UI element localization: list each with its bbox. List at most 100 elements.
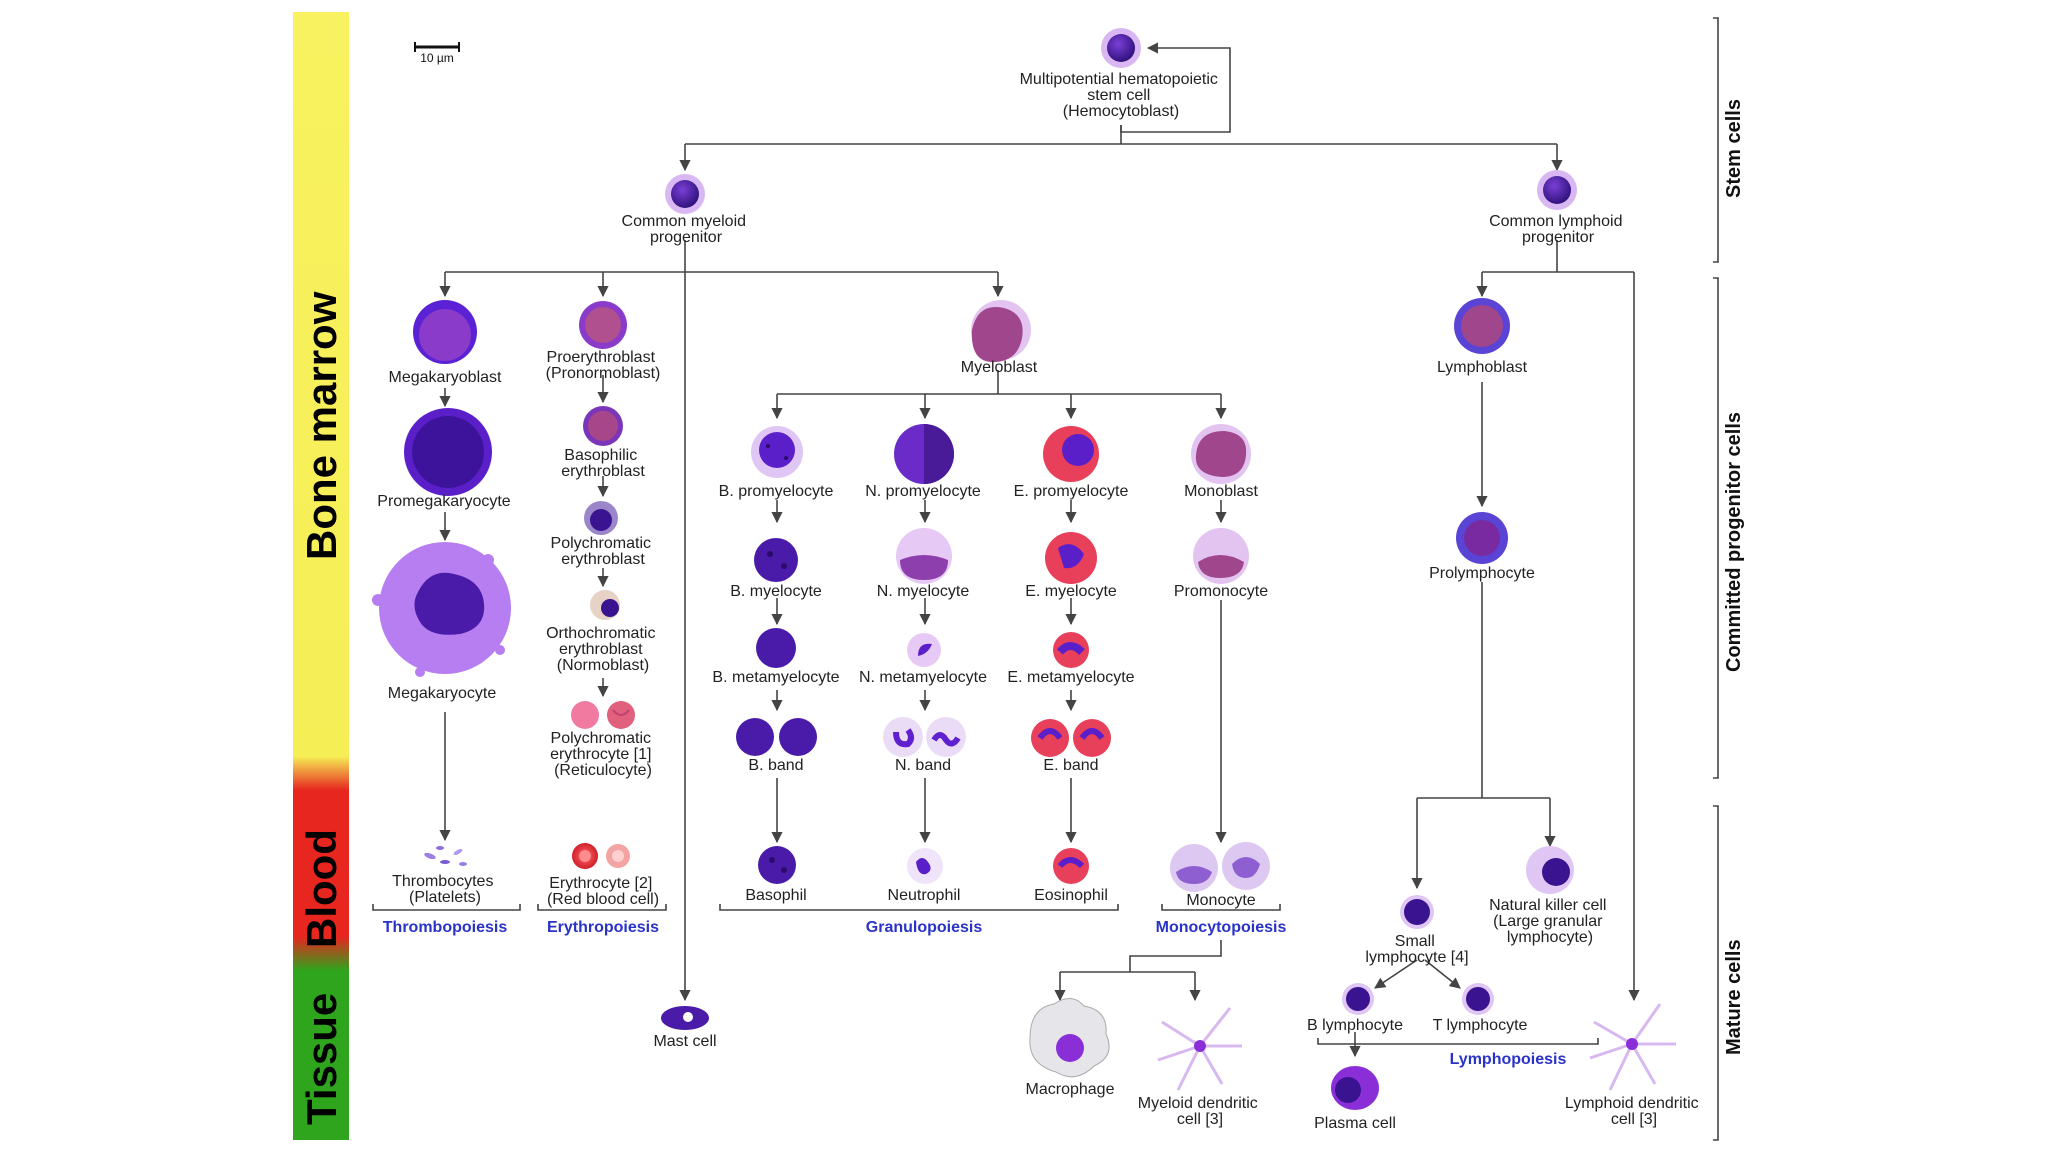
label-hsc-line: Multipotential hematopoietic (1020, 71, 1218, 88)
cell-basophilic-erythroblast (583, 406, 623, 446)
label-hsc-line: (Hemocytoblast) (1063, 103, 1179, 120)
label-polychromatic-erythroblast-line: erythroblast (561, 551, 645, 568)
label-erythrocyte-line: Erythrocyte [2] (549, 875, 652, 892)
cell-reticulocyte (571, 701, 635, 729)
label-orthochromatic-erythroblast-line: Orthochromatic (546, 625, 655, 642)
label-b-band: B. band (748, 757, 803, 774)
zone-bar: Bone marrow Blood Tissue (293, 12, 349, 1140)
label-n-promyelocyte: N. promyelocyte (865, 483, 981, 500)
label-myeloid-dendritic: Myeloid dendritic cell [3] (1138, 1095, 1263, 1128)
bracket-stem (1713, 17, 1719, 263)
label-lymphopoiesis: Lymphopoiesis (1450, 1051, 1567, 1068)
scale-bar: 10 µm (414, 42, 460, 65)
label-hsc-line: stem cell (1087, 87, 1150, 104)
label-basophil: Basophil (745, 887, 806, 904)
cell-macrophage (1029, 998, 1110, 1078)
label-megakaryoblast: Megakaryoblast (389, 369, 503, 386)
cell-prolymphocyte (1456, 512, 1508, 564)
side-label-stem: Stem cells (1723, 99, 1745, 198)
label-prolymphocyte: Prolymphocyte (1429, 565, 1535, 582)
cell-monoblast (1191, 424, 1251, 484)
cell-thrombocytes (424, 846, 467, 866)
label-cmp: Common myeloid progenitor (622, 213, 751, 246)
label-macrophage: Macrophage (1026, 1081, 1115, 1098)
cell-monocyte (1170, 842, 1270, 892)
cell-hsc (1101, 28, 1141, 68)
label-b-promyelocyte: B. promyelocyte (719, 483, 834, 500)
label-myeloid-dendritic-line: cell [3] (1177, 1111, 1223, 1128)
bracket-committed (1713, 277, 1719, 779)
label-t-lymphocyte: T lymphocyte (1433, 1017, 1528, 1034)
cell-mast (661, 1006, 709, 1030)
label-reticulocyte: Polychromatic erythrocyte [1] (Reticuloc… (550, 730, 656, 779)
label-n-metamyelocyte: N. metamyelocyte (859, 669, 987, 686)
label-e-myelocyte: E. myelocyte (1025, 583, 1117, 600)
label-n-band: N. band (895, 757, 951, 774)
label-cmp-line: progenitor (650, 229, 723, 246)
label-mast-cell: Mast cell (653, 1033, 716, 1050)
cell-polychromatic-erythroblast (584, 501, 618, 535)
label-basophilic-erythroblast: Basophilic erythroblast (561, 447, 645, 480)
cell-lymphoblast (1454, 298, 1510, 354)
cell-n-promyelocyte (894, 424, 954, 484)
lineage-connectors (439, 42, 1640, 1058)
label-hsc: Multipotential hematopoietic stem cell (… (1020, 71, 1223, 120)
cell-n-band (883, 717, 966, 757)
cell-b-band (736, 718, 817, 756)
cell-megakaryoblast (413, 300, 477, 364)
cell-clp (1537, 170, 1577, 210)
label-polychromatic-erythroblast: Polychromatic erythroblast (551, 535, 656, 568)
cell-megakaryocyte (372, 542, 511, 677)
bracket-mature (1713, 805, 1719, 1141)
label-thrombocytes: Thrombocytes (Platelets) (392, 873, 498, 906)
label-monoblast: Monoblast (1184, 483, 1258, 500)
label-thrombocytes-line: Thrombocytes (392, 873, 493, 890)
cell-cmp (665, 174, 705, 214)
label-nk-cell: Natural killer cell (Large granular lymp… (1489, 897, 1611, 946)
cell-b-lymphocyte (1342, 983, 1374, 1015)
label-erythrocyte: Erythrocyte [2] (Red blood cell) (547, 875, 659, 908)
process-labels: Thrombopoiesis Erythropoiesis Granulopoi… (383, 919, 1567, 1068)
cell-plasma (1331, 1066, 1379, 1110)
label-neutrophil: Neutrophil (888, 887, 961, 904)
label-erythropoiesis: Erythropoiesis (547, 919, 659, 936)
scale-bar-label: 10 µm (420, 51, 454, 65)
cell-promonocyte (1193, 528, 1249, 584)
label-lymphoid-dendritic-line: Lymphoid dendritic (1565, 1095, 1699, 1112)
cell-e-band (1031, 719, 1111, 757)
cell-labels: Multipotential hematopoietic stem cell (… (377, 71, 1699, 1132)
label-e-promyelocyte: E. promyelocyte (1014, 483, 1129, 500)
label-promegakaryocyte: Promegakaryocyte (377, 493, 510, 510)
zone-label-tissue: Tissue (298, 993, 345, 1125)
label-clp: Common lymphoid progenitor (1489, 213, 1627, 246)
cell-n-myelocyte (896, 528, 952, 584)
label-promonocyte: Promonocyte (1174, 583, 1268, 600)
label-thrombocytes-line: (Platelets) (409, 889, 481, 906)
cell-b-metamyelocyte (756, 628, 796, 668)
label-reticulocyte-line: Polychromatic (551, 730, 651, 747)
cell-lymphoid-dendritic (1589, 1003, 1676, 1091)
label-small-lymphocyte-line: lymphocyte [4] (1365, 949, 1468, 966)
label-clp-line: progenitor (1522, 229, 1595, 246)
label-nk-cell-line: lymphocyte) (1507, 929, 1593, 946)
label-small-lymphocyte-line: Small (1395, 933, 1435, 950)
label-eosinophil: Eosinophil (1034, 887, 1108, 904)
label-b-lymphocyte: B lymphocyte (1307, 1017, 1403, 1034)
label-basophilic-erythroblast-line: erythroblast (561, 463, 645, 480)
cell-e-myelocyte (1045, 532, 1097, 584)
label-n-myelocyte: N. myelocyte (877, 583, 970, 600)
cell-nk (1526, 846, 1574, 894)
label-proerythroblast-line: (Pronormoblast) (546, 365, 661, 382)
label-orthochromatic-erythroblast-line: erythroblast (559, 641, 643, 658)
label-proerythroblast-line: Proerythroblast (547, 349, 656, 366)
label-cmp-line: Common myeloid (622, 213, 746, 230)
label-proerythroblast: Proerythroblast (Pronormoblast) (546, 349, 661, 382)
label-reticulocyte-line: erythrocyte [1] (550, 746, 651, 763)
label-nk-cell-line: Natural killer cell (1489, 897, 1606, 914)
cell-b-myelocyte (754, 538, 798, 582)
label-small-lymphocyte: Small lymphocyte [4] (1365, 933, 1468, 966)
cell-myeloblast (971, 300, 1031, 363)
label-orthochromatic-erythroblast-line: (Normoblast) (557, 657, 649, 674)
label-orthochromatic-erythroblast: Orthochromatic erythroblast (Normoblast) (546, 625, 660, 674)
cell-e-promyelocyte (1043, 426, 1099, 482)
